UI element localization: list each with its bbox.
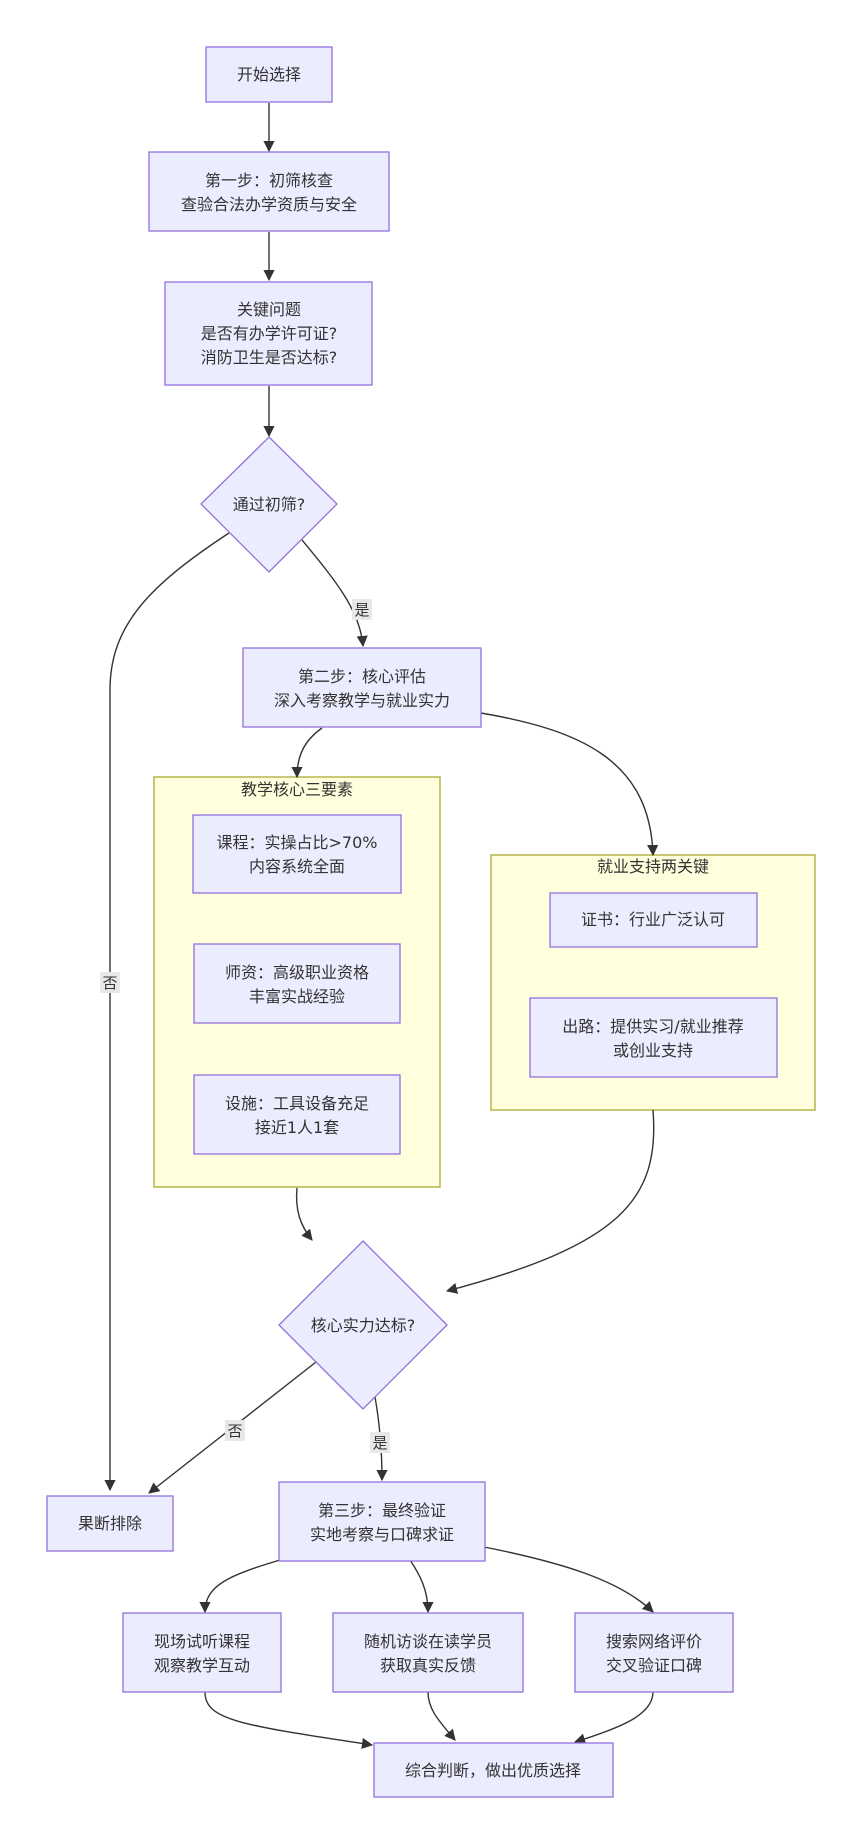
node-teachers-line-2: 丰富实战经验 [249, 987, 345, 1006]
node-step3-line-2: 实地考察与口碑求证 [310, 1525, 454, 1544]
node-start: 开始选择 [205, 46, 333, 103]
edge-label-pass-yes: 是 [352, 599, 372, 620]
node-search-line-2: 交叉验证口碑 [606, 1656, 702, 1675]
node-certificate: 证书：行业广泛认可 [549, 892, 758, 948]
node-step1-line-1: 第一步：初筛核查 [205, 171, 333, 190]
node-certificate-line-1: 证书：行业广泛认可 [581, 910, 725, 929]
node-step3-line-1: 第三步：最终验证 [318, 1501, 446, 1520]
node-key-questions-line-2: 是否有办学许可证? [201, 324, 338, 343]
node-curriculum-line-1: 课程：实操占比>70% [217, 833, 378, 852]
node-step1-line-2: 查验合法办学资质与安全 [181, 195, 357, 214]
edge-label-core-yes: 是 [370, 1432, 390, 1453]
node-step2-line-1: 第二步：核心评估 [298, 667, 426, 686]
node-curriculum-line-2: 内容系统全面 [249, 857, 345, 876]
edge-step2-to-employment [480, 712, 659, 857]
node-key-questions: 关键问题 是否有办学许可证? 消防卫生是否达标? [164, 281, 373, 386]
node-career-line-2: 或创业支持 [613, 1041, 693, 1060]
node-step3: 第三步：最终验证 实地考察与口碑求证 [278, 1481, 486, 1562]
node-trial-line-1: 现场试听课程 [154, 1632, 250, 1651]
edge-step2-to-teaching [291, 727, 323, 779]
node-facilities-line-2: 接近1人1套 [255, 1118, 339, 1137]
node-career: 出路：提供实习/就业推荐 或创业支持 [529, 997, 778, 1078]
edge-label-pass-no: 否 [100, 972, 120, 993]
decision-core-check-label: 核心实力达标? [311, 1316, 416, 1335]
edge-employment-to-core [445, 1109, 655, 1294]
node-teachers: 师资：高级职业资格 丰富实战经验 [193, 943, 401, 1024]
svg-text:是: 是 [354, 601, 369, 619]
node-final: 综合判断，做出优质选择 [373, 1742, 614, 1798]
node-search-line-1: 搜索网络评价 [606, 1632, 702, 1651]
node-start-line-1: 开始选择 [237, 65, 301, 84]
node-interview: 随机访谈在读学员 获取真实反馈 [332, 1612, 524, 1693]
node-key-questions-line-1: 关键问题 [237, 300, 301, 319]
edge-trial-to-final [204, 1691, 374, 1750]
node-interview-line-1: 随机访谈在读学员 [364, 1632, 492, 1651]
node-teachers-line-1: 师资：高级职业资格 [225, 963, 369, 982]
node-career-line-1: 出路：提供实习/就业推荐 [562, 1017, 743, 1036]
node-step2: 第二步：核心评估 深入考察教学与就业实力 [242, 647, 482, 728]
decision-pass-check: 通过初筛? [200, 436, 338, 573]
cluster-teaching-title: 教学核心三要素 [241, 780, 353, 799]
node-curriculum: 课程：实操占比>70% 内容系统全面 [192, 814, 402, 894]
node-final-line-1: 综合判断，做出优质选择 [405, 1761, 581, 1780]
edge-label-core-no: 否 [225, 1420, 245, 1441]
edge-teaching-to-core [295, 1187, 313, 1241]
node-trial-line-2: 观察教学互动 [154, 1656, 250, 1675]
node-trial: 现场试听课程 观察教学互动 [122, 1612, 282, 1693]
decision-pass-check-label: 通过初筛? [233, 495, 306, 514]
node-eliminate: 果断排除 [46, 1495, 174, 1552]
decision-core-check: 核心实力达标? [278, 1240, 448, 1410]
node-interview-line-2: 获取真实反馈 [380, 1656, 476, 1675]
edge-pass-no [104, 532, 230, 1492]
cluster-employment-title: 就业支持两关键 [597, 857, 709, 876]
edge-pass-yes [301, 539, 368, 648]
edge-step3-to-interview [409, 1559, 434, 1614]
node-facilities: 设施：工具设备充足 接近1人1套 [193, 1074, 401, 1155]
node-step1: 第一步：初筛核查 查验合法办学资质与安全 [148, 151, 390, 232]
node-key-questions-line-3: 消防卫生是否达标? [201, 348, 338, 367]
edge-step3-to-search [483, 1546, 654, 1613]
svg-text:否: 否 [227, 1422, 242, 1440]
svg-text:否: 否 [102, 974, 117, 992]
edge-step3-to-trial [199, 1559, 281, 1614]
svg-text:是: 是 [372, 1434, 387, 1452]
node-step2-line-2: 深入考察教学与就业实力 [274, 691, 450, 710]
node-eliminate-line-1: 果断排除 [78, 1514, 142, 1533]
node-search: 搜索网络评价 交叉验证口碑 [574, 1612, 734, 1693]
edge-search-to-final [573, 1691, 654, 1745]
edge-interview-to-final [427, 1691, 456, 1741]
node-facilities-line-1: 设施：工具设备充足 [225, 1094, 369, 1113]
edges [104, 103, 659, 1750]
